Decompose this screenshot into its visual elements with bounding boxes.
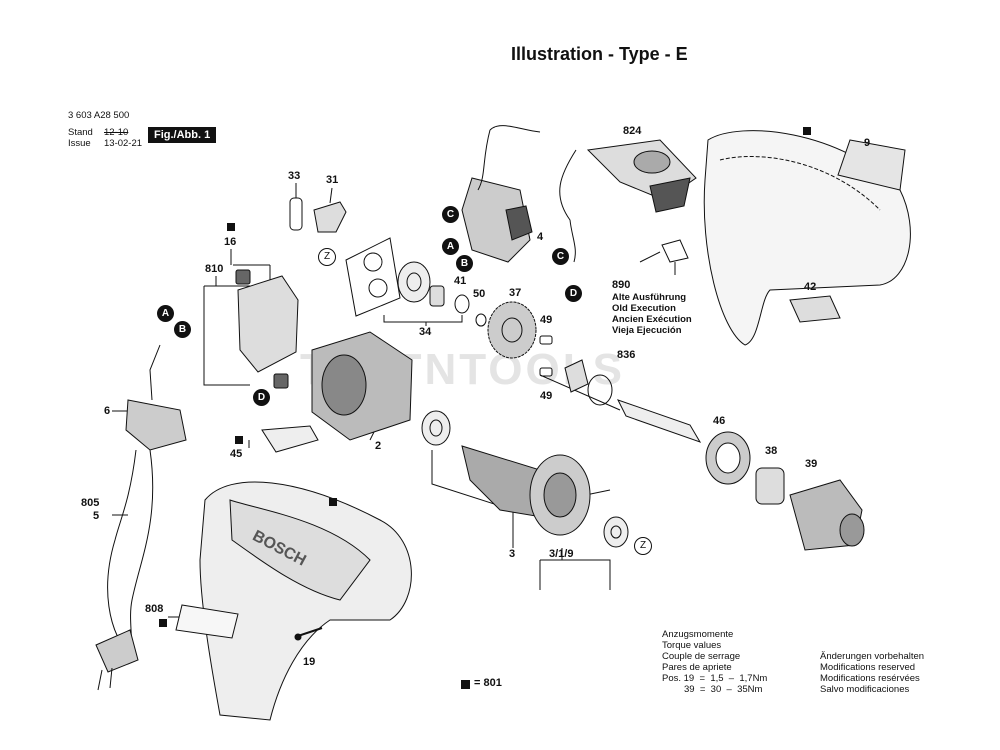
stand-date: 12-10 (104, 127, 129, 138)
part-824-label: 824 (623, 125, 642, 137)
torque-line: Pares de apriete (662, 662, 732, 673)
square-marker (227, 223, 235, 231)
part-46-label: 46 (713, 415, 726, 427)
part-33-label: 33 (288, 170, 301, 182)
page-title: Illustration - Type - E (511, 44, 688, 64)
square-marker (159, 619, 167, 627)
connector-d: D (253, 389, 270, 406)
stand-label: Stand (68, 127, 93, 138)
connector-a: A (157, 305, 174, 322)
part-37-label: 37 (509, 287, 522, 299)
part-890-label: 890 (612, 279, 631, 291)
torque-line: Anzugsmomente (662, 629, 734, 640)
z-marker: Z (634, 537, 652, 555)
part-16-label: 16 (224, 236, 237, 248)
part-2-label: 2 (375, 440, 382, 452)
issue-date: 13-02-21 (104, 138, 143, 149)
figure-label: Fig./Abb. 1 (148, 127, 217, 143)
modifications-line: Änderungen vorbehalten (820, 651, 925, 662)
connector-a: A (442, 238, 459, 255)
part-3-1-9-label: 3/1/9 (549, 548, 574, 560)
part-41-label: 41 (454, 275, 467, 287)
old-execution-de: Alte Ausführung (612, 292, 687, 303)
square-marker (235, 436, 243, 444)
connector-c: C (442, 206, 459, 223)
part-49-label: 49 (540, 390, 553, 402)
connector-d: D (565, 285, 582, 302)
part-38-label: 38 (765, 445, 778, 457)
torque-row: Pos. 19 = 1,5 – 1,7Nm (662, 673, 768, 684)
old-execution-es: Vieja Ejecución (612, 325, 682, 336)
part-810-label: 810 (205, 263, 224, 275)
part-805-label: 805 (81, 497, 100, 509)
modifications-line: Modifications resérvées (820, 673, 920, 684)
modifications-line: Modifications reserved (820, 662, 916, 673)
part-9-label: 9 (864, 137, 871, 149)
z-marker: Z (318, 248, 336, 266)
issue-label: Issue (68, 138, 91, 149)
part-49-label: 49 (540, 314, 553, 326)
part-808-label: 808 (145, 603, 164, 615)
part-45-label: 45 (230, 448, 243, 460)
part-3-label: 3 (509, 548, 516, 560)
part-19-label: 19 (303, 656, 316, 668)
part-5-label: 5 (93, 510, 100, 522)
old-execution-en: Old Execution (612, 303, 676, 314)
legend-801: = 801 (474, 677, 502, 689)
square-marker (461, 680, 470, 689)
part-6-label: 6 (104, 405, 111, 417)
part-4-label: 4 (537, 231, 544, 243)
torque-row: 39 = 30 – 35Nm (684, 684, 763, 695)
part-836-label: 836 (617, 349, 636, 361)
connector-c: C (552, 248, 569, 265)
part-42-label: 42 (804, 281, 817, 293)
connector-b: B (456, 255, 473, 272)
doc-number: 3 603 A28 500 (68, 110, 130, 121)
part-39-label: 39 (805, 458, 818, 470)
part-50-label: 50 (473, 288, 486, 300)
square-marker (803, 127, 811, 135)
old-execution-fr: Ancien Exécution (612, 314, 692, 325)
torque-line: Couple de serrage (662, 651, 741, 662)
modifications-line: Salvo modificaciones (820, 684, 910, 695)
torque-block: Anzugsmomente Torque values Couple de se… (662, 629, 767, 695)
square-marker (329, 498, 337, 506)
connector-b: B (174, 321, 191, 338)
part-34-label: 34 (419, 326, 432, 338)
part-31-label: 31 (326, 174, 339, 186)
torque-line: Torque values (662, 640, 722, 651)
modifications-block: Änderungen vorbehalten Modifications res… (820, 651, 924, 695)
